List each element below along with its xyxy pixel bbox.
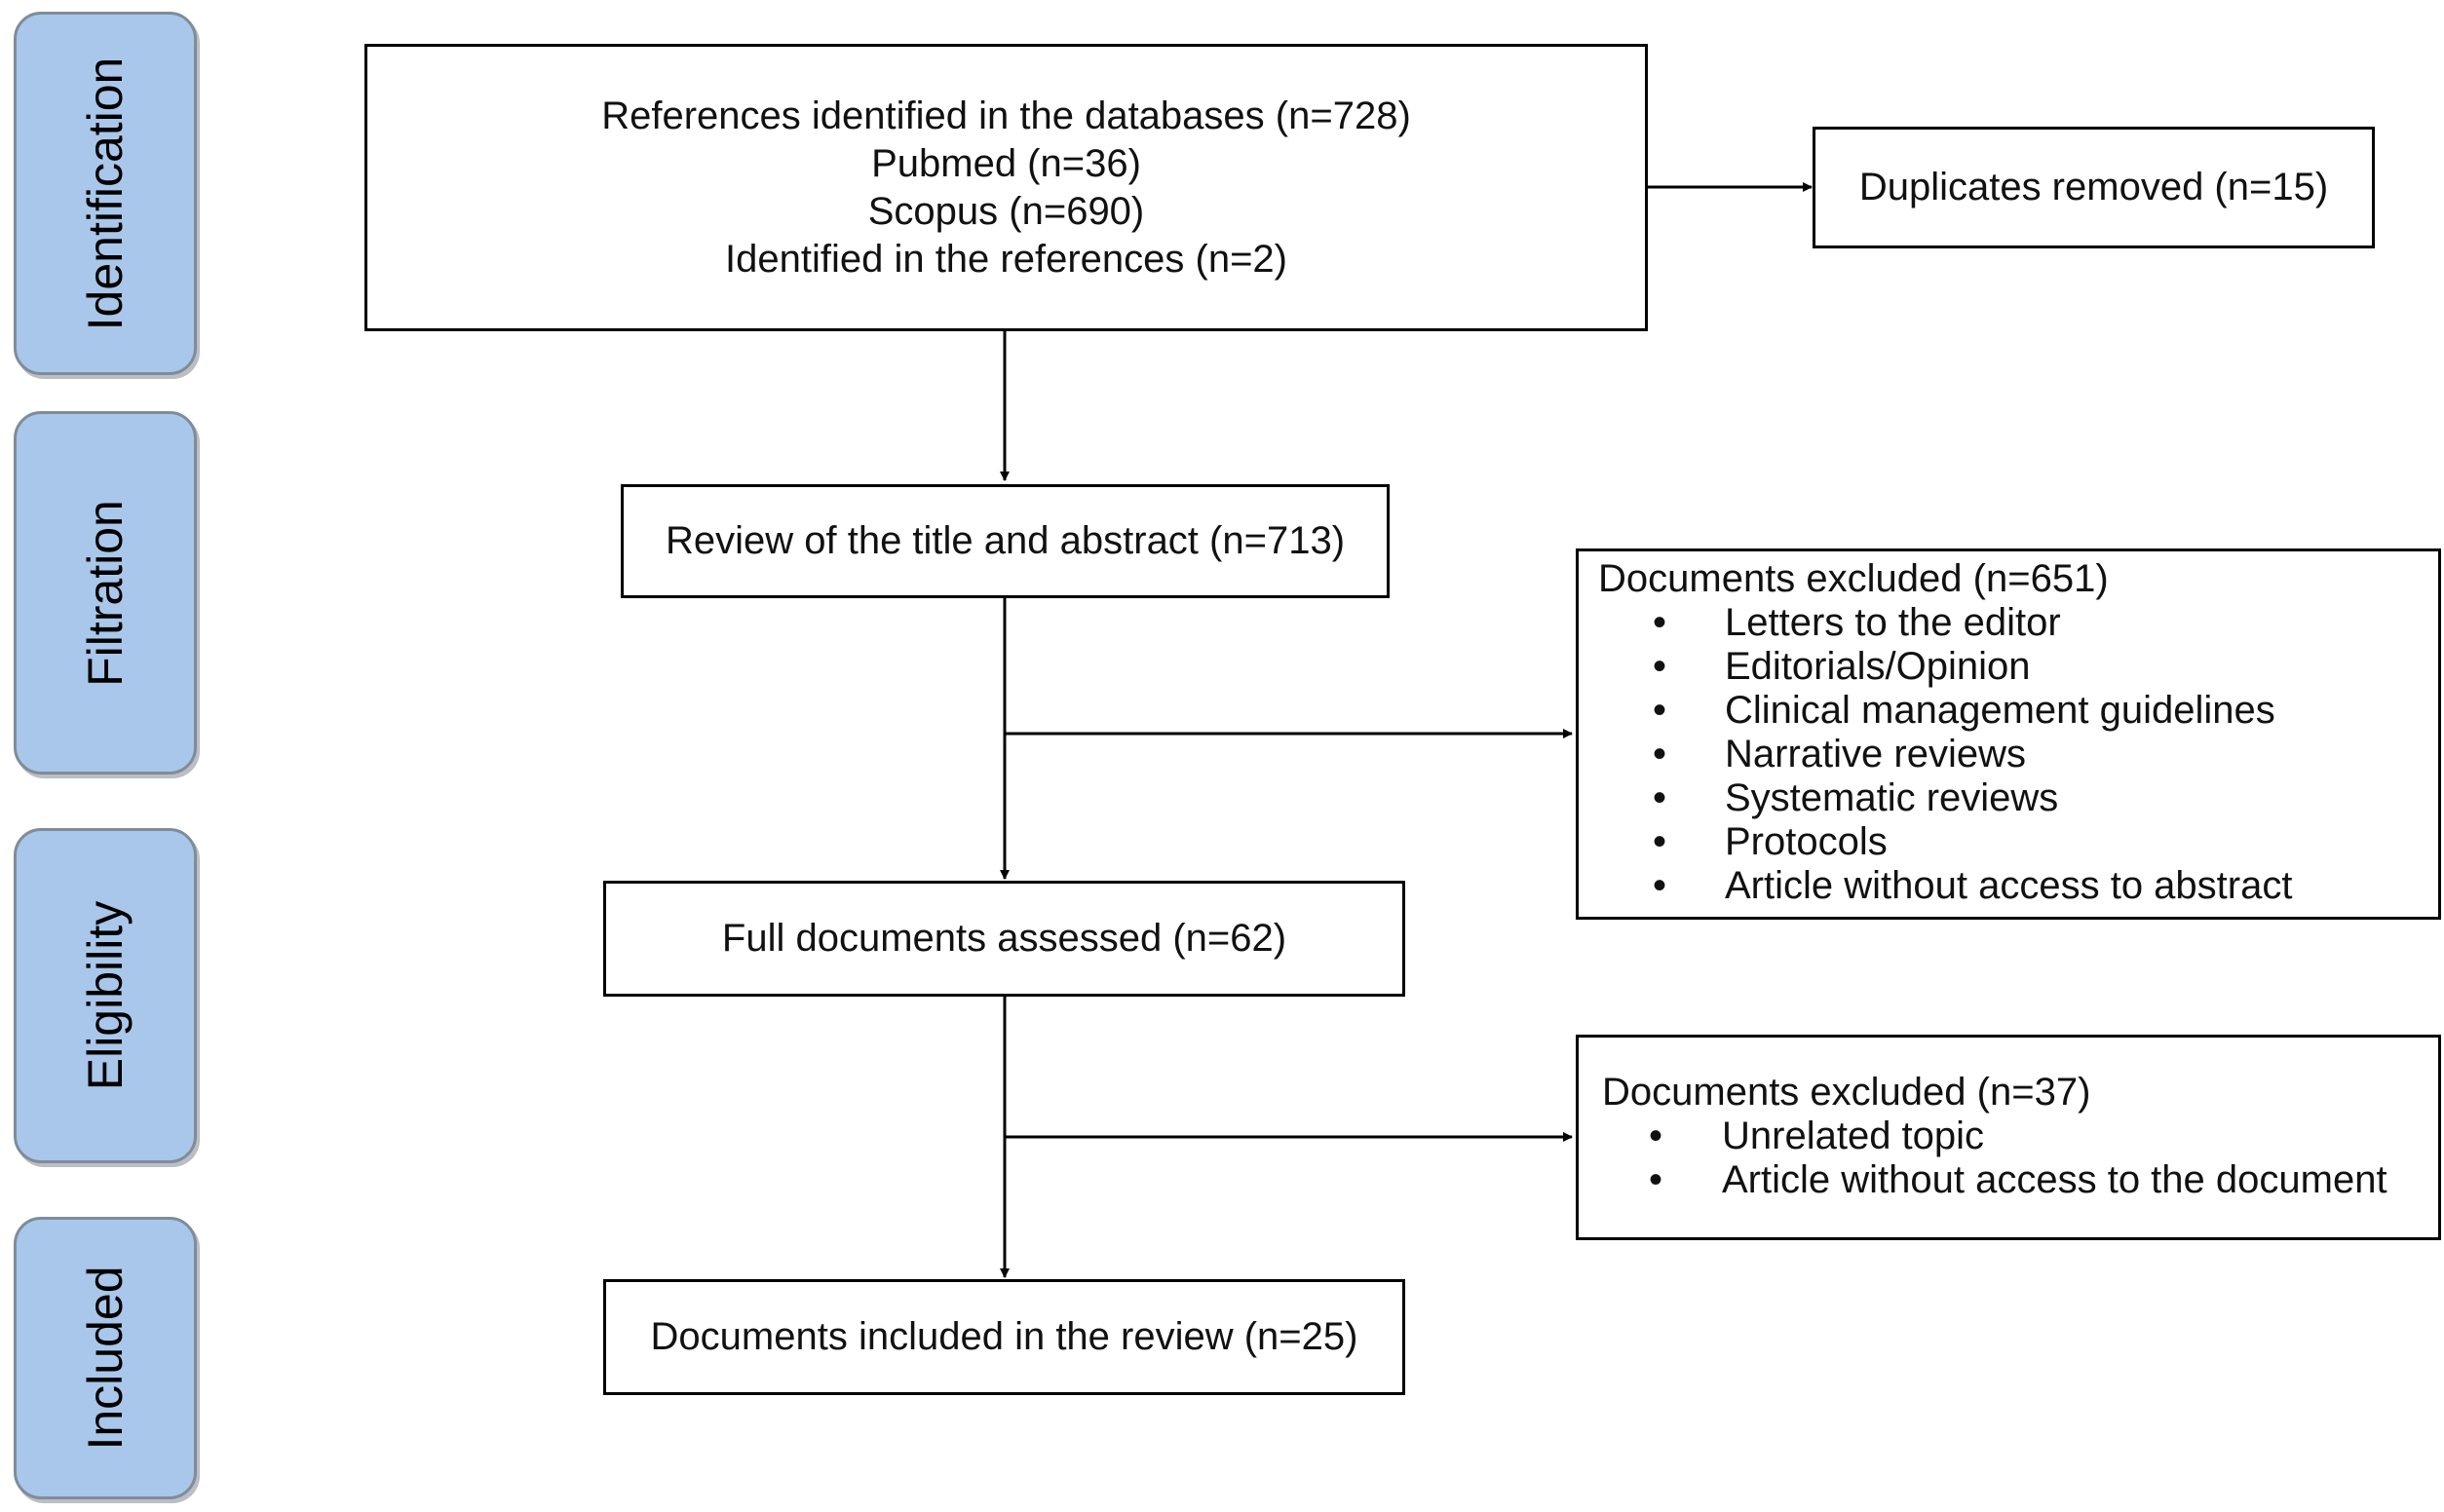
identification-box: References identified in the databases (… [364, 44, 1648, 331]
pubmed-count-text: Pubmed (n=36) [871, 141, 1141, 185]
list-item: • Editorials/Opinion [1653, 645, 2438, 689]
list-item: • Unrelated topic [1649, 1115, 2438, 1158]
bullet-icon: • [1653, 864, 1667, 907]
list-item: • Narrative reviews [1653, 733, 2438, 776]
list-item-label: Letters to the editor [1725, 601, 2061, 644]
stage-identification: Identification [14, 12, 197, 375]
duplicates-text: Duplicates removed (n=15) [1858, 166, 2329, 208]
excluded-screening-box: Documents excluded (n=651) • Letters to … [1576, 548, 2441, 920]
stage-eligibility: Eligibility [14, 828, 197, 1163]
stage-filtration: Filtration [14, 411, 197, 775]
list-item-label: Article without access to the document [1722, 1158, 2387, 1201]
list-item-label: Systematic reviews [1725, 776, 2059, 819]
scopus-count-text: Scopus (n=690) [867, 189, 1145, 233]
list-item: • Letters to the editor [1653, 601, 2438, 645]
list-item-label: Clinical management guidelines [1725, 689, 2275, 732]
list-item-label: Protocols [1725, 820, 1888, 863]
bullet-icon: • [1649, 1115, 1663, 1157]
fulltext-text: Full documents assessed (n=62) [721, 917, 1287, 960]
excluded-fulltext-title: Documents excluded (n=37) [1602, 1071, 2091, 1114]
screening-text: Review of the title and abstract (n=713) [665, 519, 1346, 562]
list-item: • Article without access to abstract [1653, 864, 2438, 908]
bullet-icon: • [1649, 1158, 1663, 1201]
list-item-label: Editorials/Opinion [1725, 645, 2031, 688]
duplicates-box: Duplicates removed (n=15) [1813, 127, 2375, 248]
stage-label: Filtration [78, 499, 133, 687]
bullet-icon: • [1653, 601, 1667, 644]
records-identified-text: References identified in the databases (… [601, 94, 1411, 137]
references-count-text: Identified in the references (n=2) [724, 237, 1287, 281]
stage-label: Eligibility [78, 900, 133, 1091]
bullet-icon: • [1653, 645, 1667, 688]
stage-label: Included [78, 1266, 133, 1451]
list-item-label: Article without access to abstract [1725, 864, 2293, 907]
excluded-screening-title: Documents excluded (n=651) [1598, 557, 2109, 600]
bullet-icon: • [1653, 776, 1667, 819]
list-item: • Protocols [1653, 820, 2438, 864]
list-item: • Article without access to the document [1649, 1158, 2438, 1202]
stage-included: Included [14, 1217, 197, 1499]
fulltext-box: Full documents assessed (n=62) [603, 881, 1405, 997]
included-box: Documents included in the review (n=25) [603, 1279, 1405, 1395]
bullet-icon: • [1653, 733, 1667, 775]
list-item-label: Narrative reviews [1725, 733, 2026, 775]
list-item: • Systematic reviews [1653, 776, 2438, 820]
list-item-label: Unrelated topic [1722, 1115, 1985, 1157]
stage-label: Identification [78, 57, 133, 330]
excluded-fulltext-box: Documents excluded (n=37) • Unrelated to… [1576, 1035, 2441, 1240]
list-item: • Clinical management guidelines [1653, 689, 2438, 733]
screening-box: Review of the title and abstract (n=713) [621, 484, 1390, 598]
bullet-icon: • [1653, 820, 1667, 863]
included-text: Documents included in the review (n=25) [650, 1315, 1358, 1358]
bullet-icon: • [1653, 689, 1667, 732]
